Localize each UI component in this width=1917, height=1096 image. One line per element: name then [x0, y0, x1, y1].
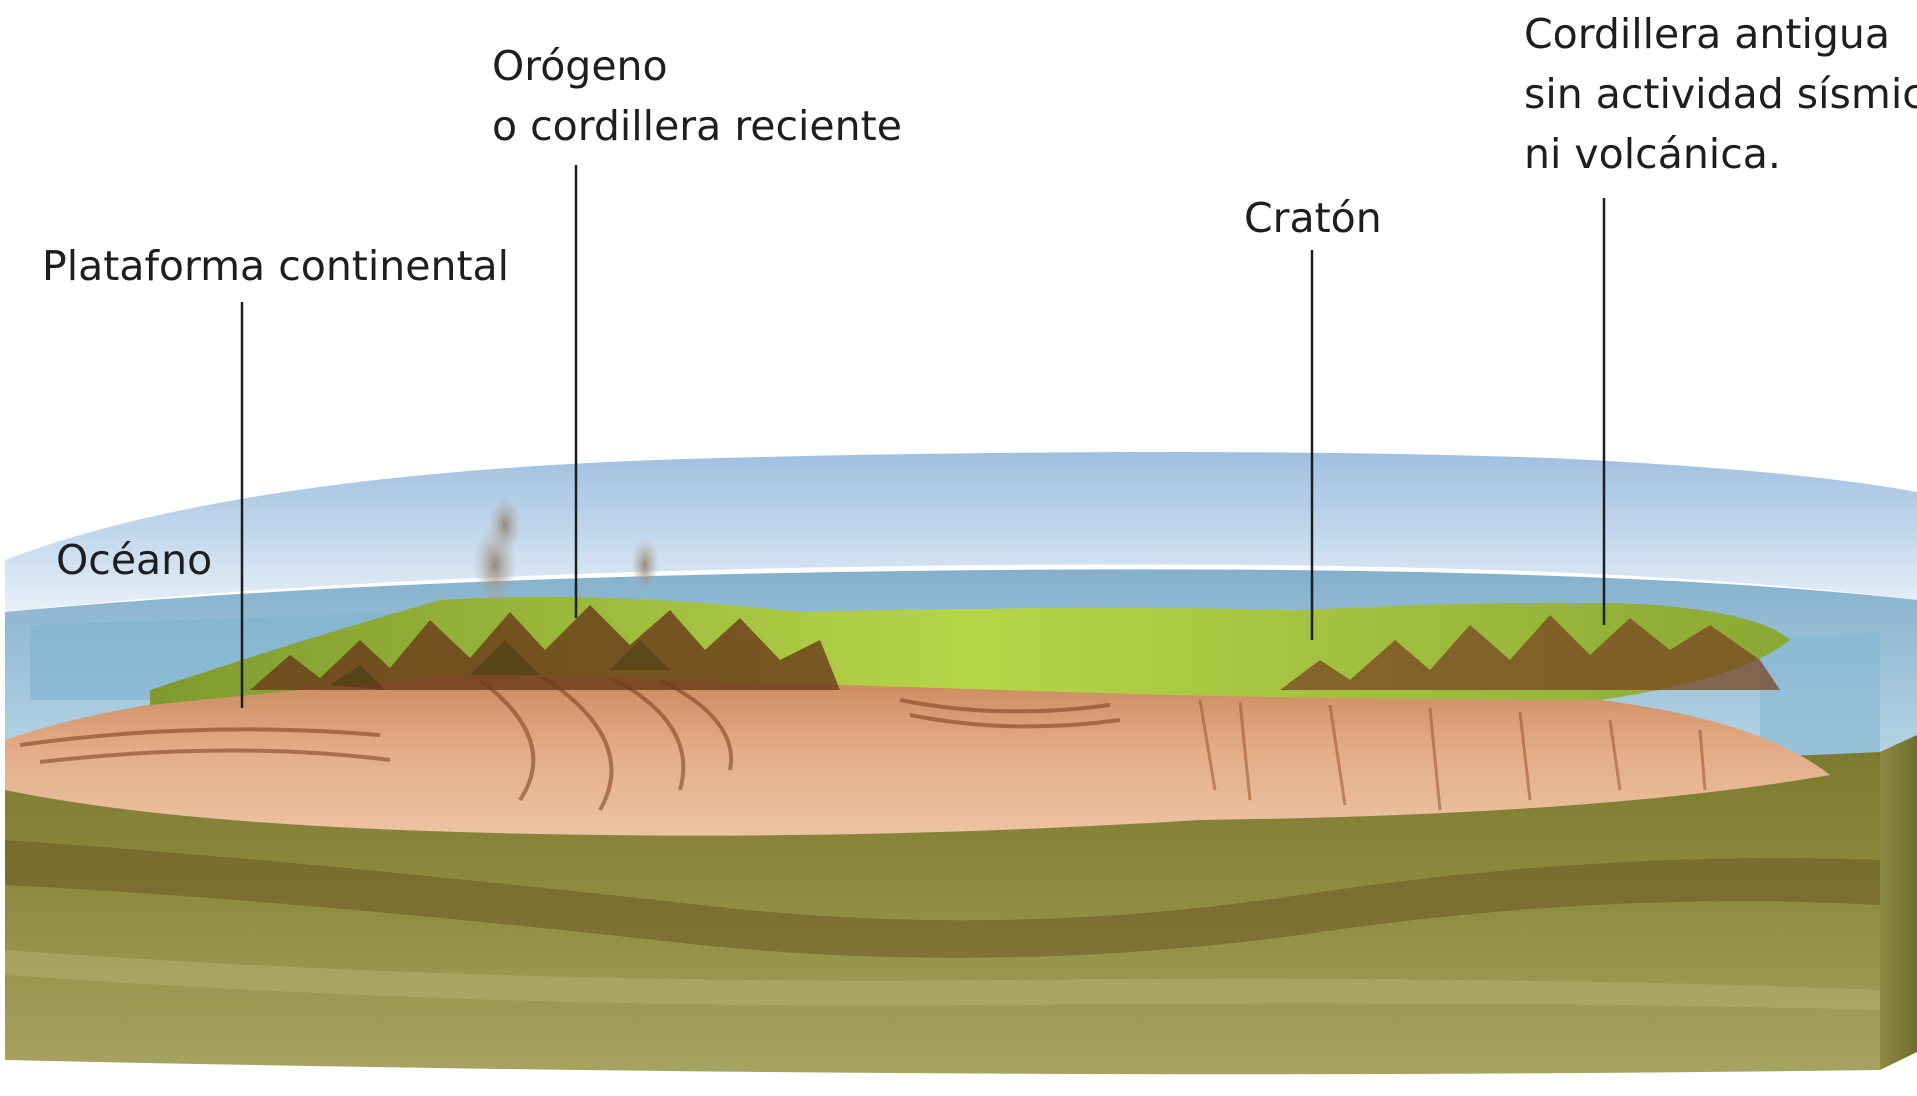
label-cordillera-antigua: Cordillera antigua sin actividad sísmica…	[1524, 4, 1917, 184]
label-cordillera-antigua-line-3: ni volcánica.	[1524, 124, 1917, 184]
label-craton: Cratón	[1244, 188, 1382, 248]
label-oceano: Océano	[56, 530, 212, 590]
label-cordillera-antigua-line-1: Cordillera antigua	[1524, 4, 1917, 64]
label-cordillera-antigua-line-2: sin actividad sísmica	[1524, 64, 1917, 124]
label-orogeno-line-1: Orógeno	[492, 36, 902, 96]
label-orogeno-line-2: o cordillera reciente	[492, 96, 902, 156]
label-plataforma-continental: Plataforma continental	[42, 236, 509, 296]
label-orogeno: Orógeno o cordillera reciente	[492, 36, 902, 156]
